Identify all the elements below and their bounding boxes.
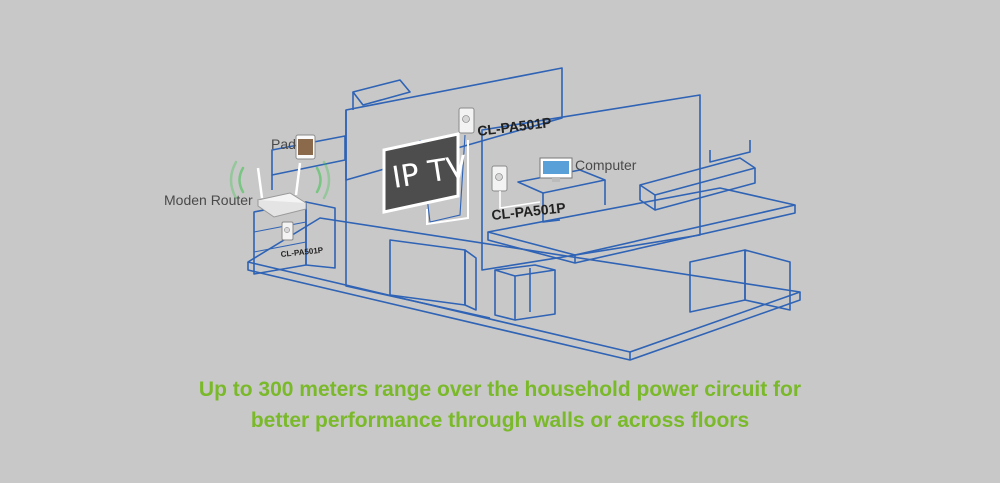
adapter-tv-label: CL-PA501P — [476, 114, 552, 139]
house-wireframe — [247, 67, 801, 361]
wifi-signal-icon — [229, 160, 331, 200]
powerline-adapter-icon — [281, 221, 294, 241]
router-icon — [256, 162, 308, 218]
pad-label: Pad — [271, 136, 296, 152]
adapter-router-label: CL-PA501P — [280, 246, 324, 259]
computer-icon — [539, 157, 573, 182]
computer-label: Computer — [575, 157, 637, 173]
tablet-icon — [295, 134, 316, 160]
powerline-adapter-icon — [458, 107, 475, 134]
caption-line-2: better performance through walls or acro… — [250, 409, 750, 432]
router-label: Moden Router — [164, 192, 253, 208]
caption: Up to 300 meters range over the househol… — [0, 374, 1000, 436]
powerline-adapter-icon — [491, 165, 541, 209]
adapter-computer-label: CL-PA501P — [491, 199, 567, 223]
ip-tv-icon: IP TV — [382, 132, 470, 226]
caption-line-1: Up to 300 meters range over the househol… — [198, 378, 802, 401]
